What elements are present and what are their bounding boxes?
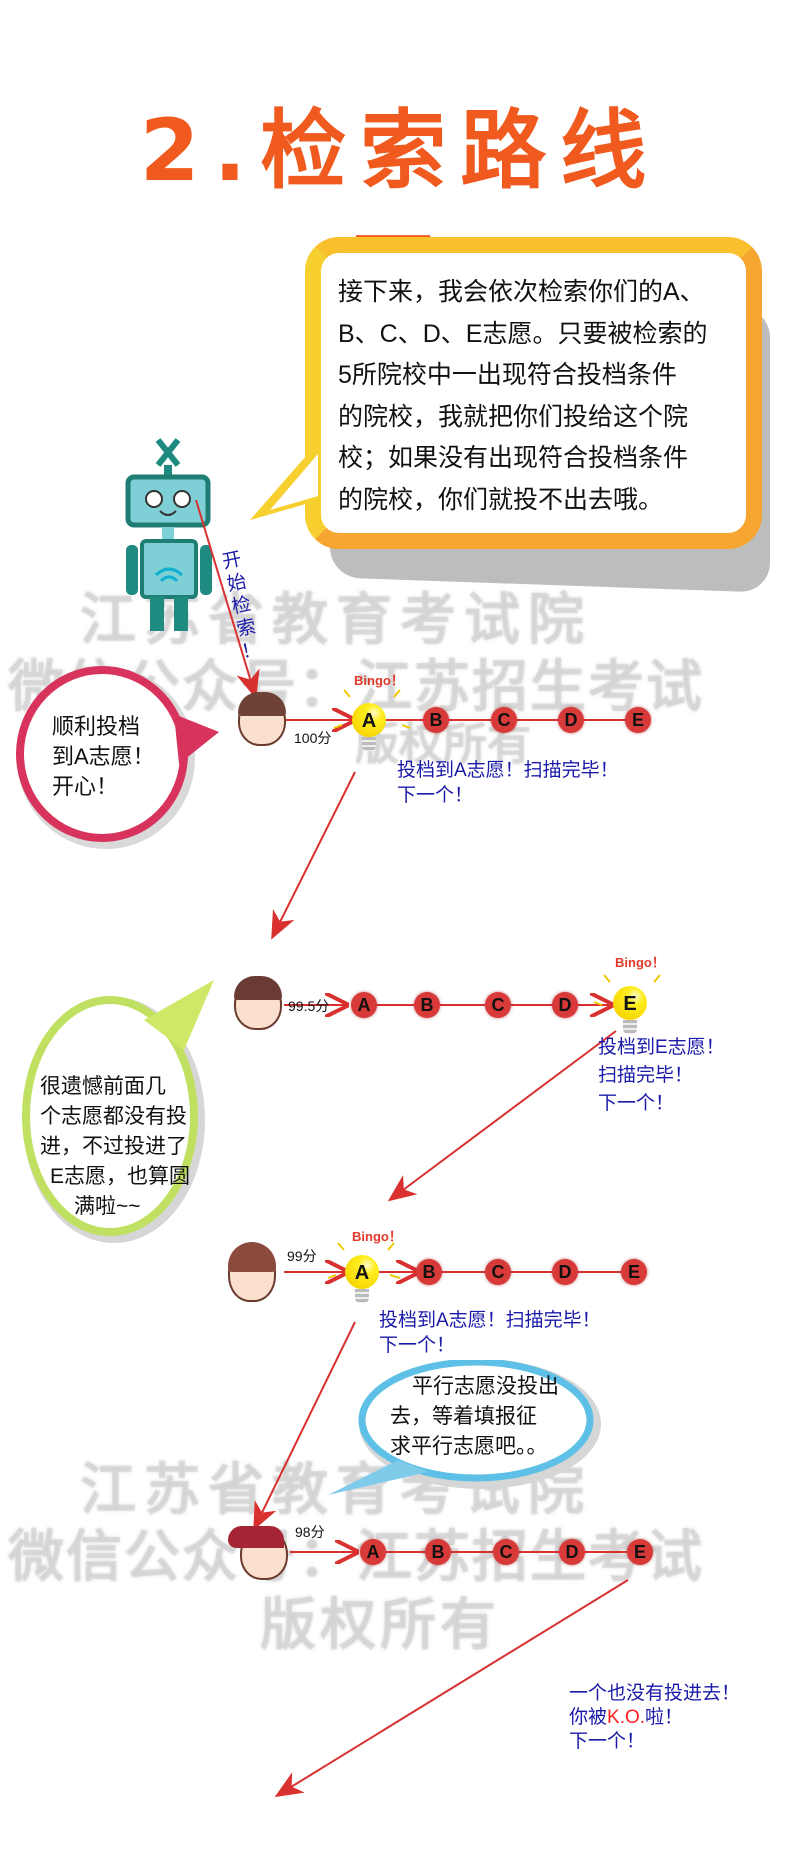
result-note: 投档到A志愿！扫描完毕！ 下一个！ bbox=[397, 758, 619, 808]
route-arrow bbox=[387, 1030, 617, 1202]
choice-node-c: C bbox=[491, 707, 517, 733]
bubble-line: 开心！ bbox=[52, 774, 119, 799]
bubble-line: 满啦~~ bbox=[74, 1195, 141, 1218]
bulb-base bbox=[355, 1289, 369, 1303]
choice-node-c: C bbox=[493, 1539, 519, 1565]
bubble-text: 顺利投档到A志愿！ 开心！ bbox=[52, 712, 155, 802]
note-text: 啦！ bbox=[645, 1707, 684, 1728]
route-arrow bbox=[274, 1579, 629, 1798]
bubble-line: 进，不过投进了 bbox=[40, 1135, 187, 1158]
bubble-line: 很遗憾前面几 bbox=[40, 1075, 166, 1098]
ko-text: K.O. bbox=[607, 1707, 646, 1728]
bubble-line: 到A志愿！ bbox=[52, 744, 155, 769]
bubble-line: 去，等着填报征 bbox=[390, 1405, 537, 1428]
note-line: 下一个！ bbox=[569, 1731, 646, 1752]
choice-node-e: E bbox=[627, 1539, 653, 1565]
choice-node-a: A bbox=[351, 992, 377, 1018]
intro-speech-box bbox=[305, 237, 762, 549]
result-note: 投档到A志愿！扫描完毕！ 下一个！ bbox=[379, 1308, 601, 1358]
speech-bubble-pink bbox=[16, 666, 219, 849]
bingo-label: Bingo！ bbox=[352, 1229, 402, 1244]
note-line: 你被K.O.啦！ bbox=[569, 1706, 740, 1730]
student-avatar bbox=[234, 976, 282, 1030]
choice-node-b: B bbox=[414, 992, 440, 1018]
choice-node-e: E bbox=[625, 707, 651, 733]
speech-bubble-blue bbox=[328, 1360, 601, 1495]
bubble-line: 顺利投档 bbox=[52, 714, 141, 739]
note-line: 一个也没有投进去！ bbox=[569, 1683, 741, 1704]
start-arrow bbox=[195, 499, 260, 699]
robot-icon bbox=[125, 438, 212, 631]
bingo-label: Bingo！ bbox=[354, 673, 404, 688]
intro-line: 接下来，我会依次检索你们的A、 bbox=[338, 278, 705, 306]
route-arrow bbox=[271, 771, 356, 940]
choice-node-b: B bbox=[425, 1539, 451, 1565]
choice-node-d: D bbox=[559, 1539, 585, 1565]
intro-line: 的院校，你们就投不出去哦。 bbox=[338, 485, 664, 514]
score-label: 99.5分 bbox=[288, 998, 330, 1014]
result-note: 投档到E志愿！ 扫描完毕！ 下一个！ bbox=[598, 1034, 725, 1118]
bingo-label: Bingo！ bbox=[615, 955, 665, 970]
bubble-line: 平行志愿没投出 bbox=[412, 1375, 559, 1398]
choice-node-b: B bbox=[423, 707, 449, 733]
bubble-line: E志愿，也算圆 bbox=[50, 1165, 191, 1188]
note-line: 下一个！ bbox=[598, 1093, 675, 1114]
score-label: 99分 bbox=[287, 1248, 317, 1264]
result-note: 一个也没有投进去！ 你被K.O.啦！ 下一个！ bbox=[569, 1682, 740, 1754]
choice-node-c: C bbox=[485, 1259, 511, 1285]
bubble-line: 个志愿都没有投 bbox=[40, 1105, 187, 1128]
bulb-choice-a: A bbox=[345, 1255, 379, 1289]
intro-text: 接下来，我会依次检索你们的A、 B、C、D、E志愿。只要被检索的 5所院校中一出… bbox=[338, 272, 748, 521]
note-line: 投档到A志愿！扫描完毕！ bbox=[379, 1310, 601, 1331]
intro-line: 校；如果没有出现符合投档条件 bbox=[338, 444, 689, 472]
note-line: 投档到E志愿！ bbox=[598, 1037, 725, 1058]
watermark-line: 版权所有 bbox=[260, 1593, 500, 1658]
note-line: 下一个！ bbox=[379, 1335, 456, 1356]
intro-line: 的院校，我就把你们投给这个院 bbox=[338, 402, 689, 431]
speech-bubble-green bbox=[22, 980, 214, 1243]
student-avatar bbox=[238, 692, 286, 746]
speech-tail bbox=[250, 440, 320, 520]
bubble-text: 很遗憾前面几个志愿都没有投进，不过投进了 E志愿，也算圆满啦~~ bbox=[40, 1072, 190, 1222]
bubble-text: 平行志愿没投出去，等着填报征求平行志愿吧。。 bbox=[390, 1372, 559, 1462]
bubble-line: 求平行志愿吧。。 bbox=[390, 1435, 548, 1458]
choice-node-c: C bbox=[485, 992, 511, 1018]
choice-node-b: B bbox=[416, 1259, 442, 1285]
note-line: 扫描完毕！ bbox=[598, 1065, 694, 1086]
choice-node-d: D bbox=[552, 992, 578, 1018]
bulb-choice-a: A bbox=[352, 703, 386, 737]
student-avatar bbox=[228, 1526, 288, 1580]
choice-node-e: E bbox=[621, 1259, 647, 1285]
choice-node-d: D bbox=[552, 1259, 578, 1285]
score-label: 98分 bbox=[295, 1524, 325, 1540]
student-avatar bbox=[228, 1242, 276, 1302]
intro-line: 5所院校中一出现符合投档条件 bbox=[338, 361, 677, 389]
intro-line: B、C、D、E志愿。只要被检索的 bbox=[338, 319, 708, 348]
note-line: 投档到A志愿！扫描完毕！ bbox=[397, 760, 619, 781]
route-arrow bbox=[253, 1321, 356, 1531]
bulb-choice-e: E bbox=[613, 986, 647, 1020]
note-text: 你被 bbox=[569, 1707, 608, 1728]
choice-node-a: A bbox=[360, 1539, 386, 1565]
bulb-base bbox=[623, 1020, 637, 1034]
score-label: 100分 bbox=[294, 730, 332, 746]
choice-node-d: D bbox=[558, 707, 584, 733]
note-line: 下一个！ bbox=[397, 785, 474, 806]
bulb-base bbox=[362, 737, 376, 751]
